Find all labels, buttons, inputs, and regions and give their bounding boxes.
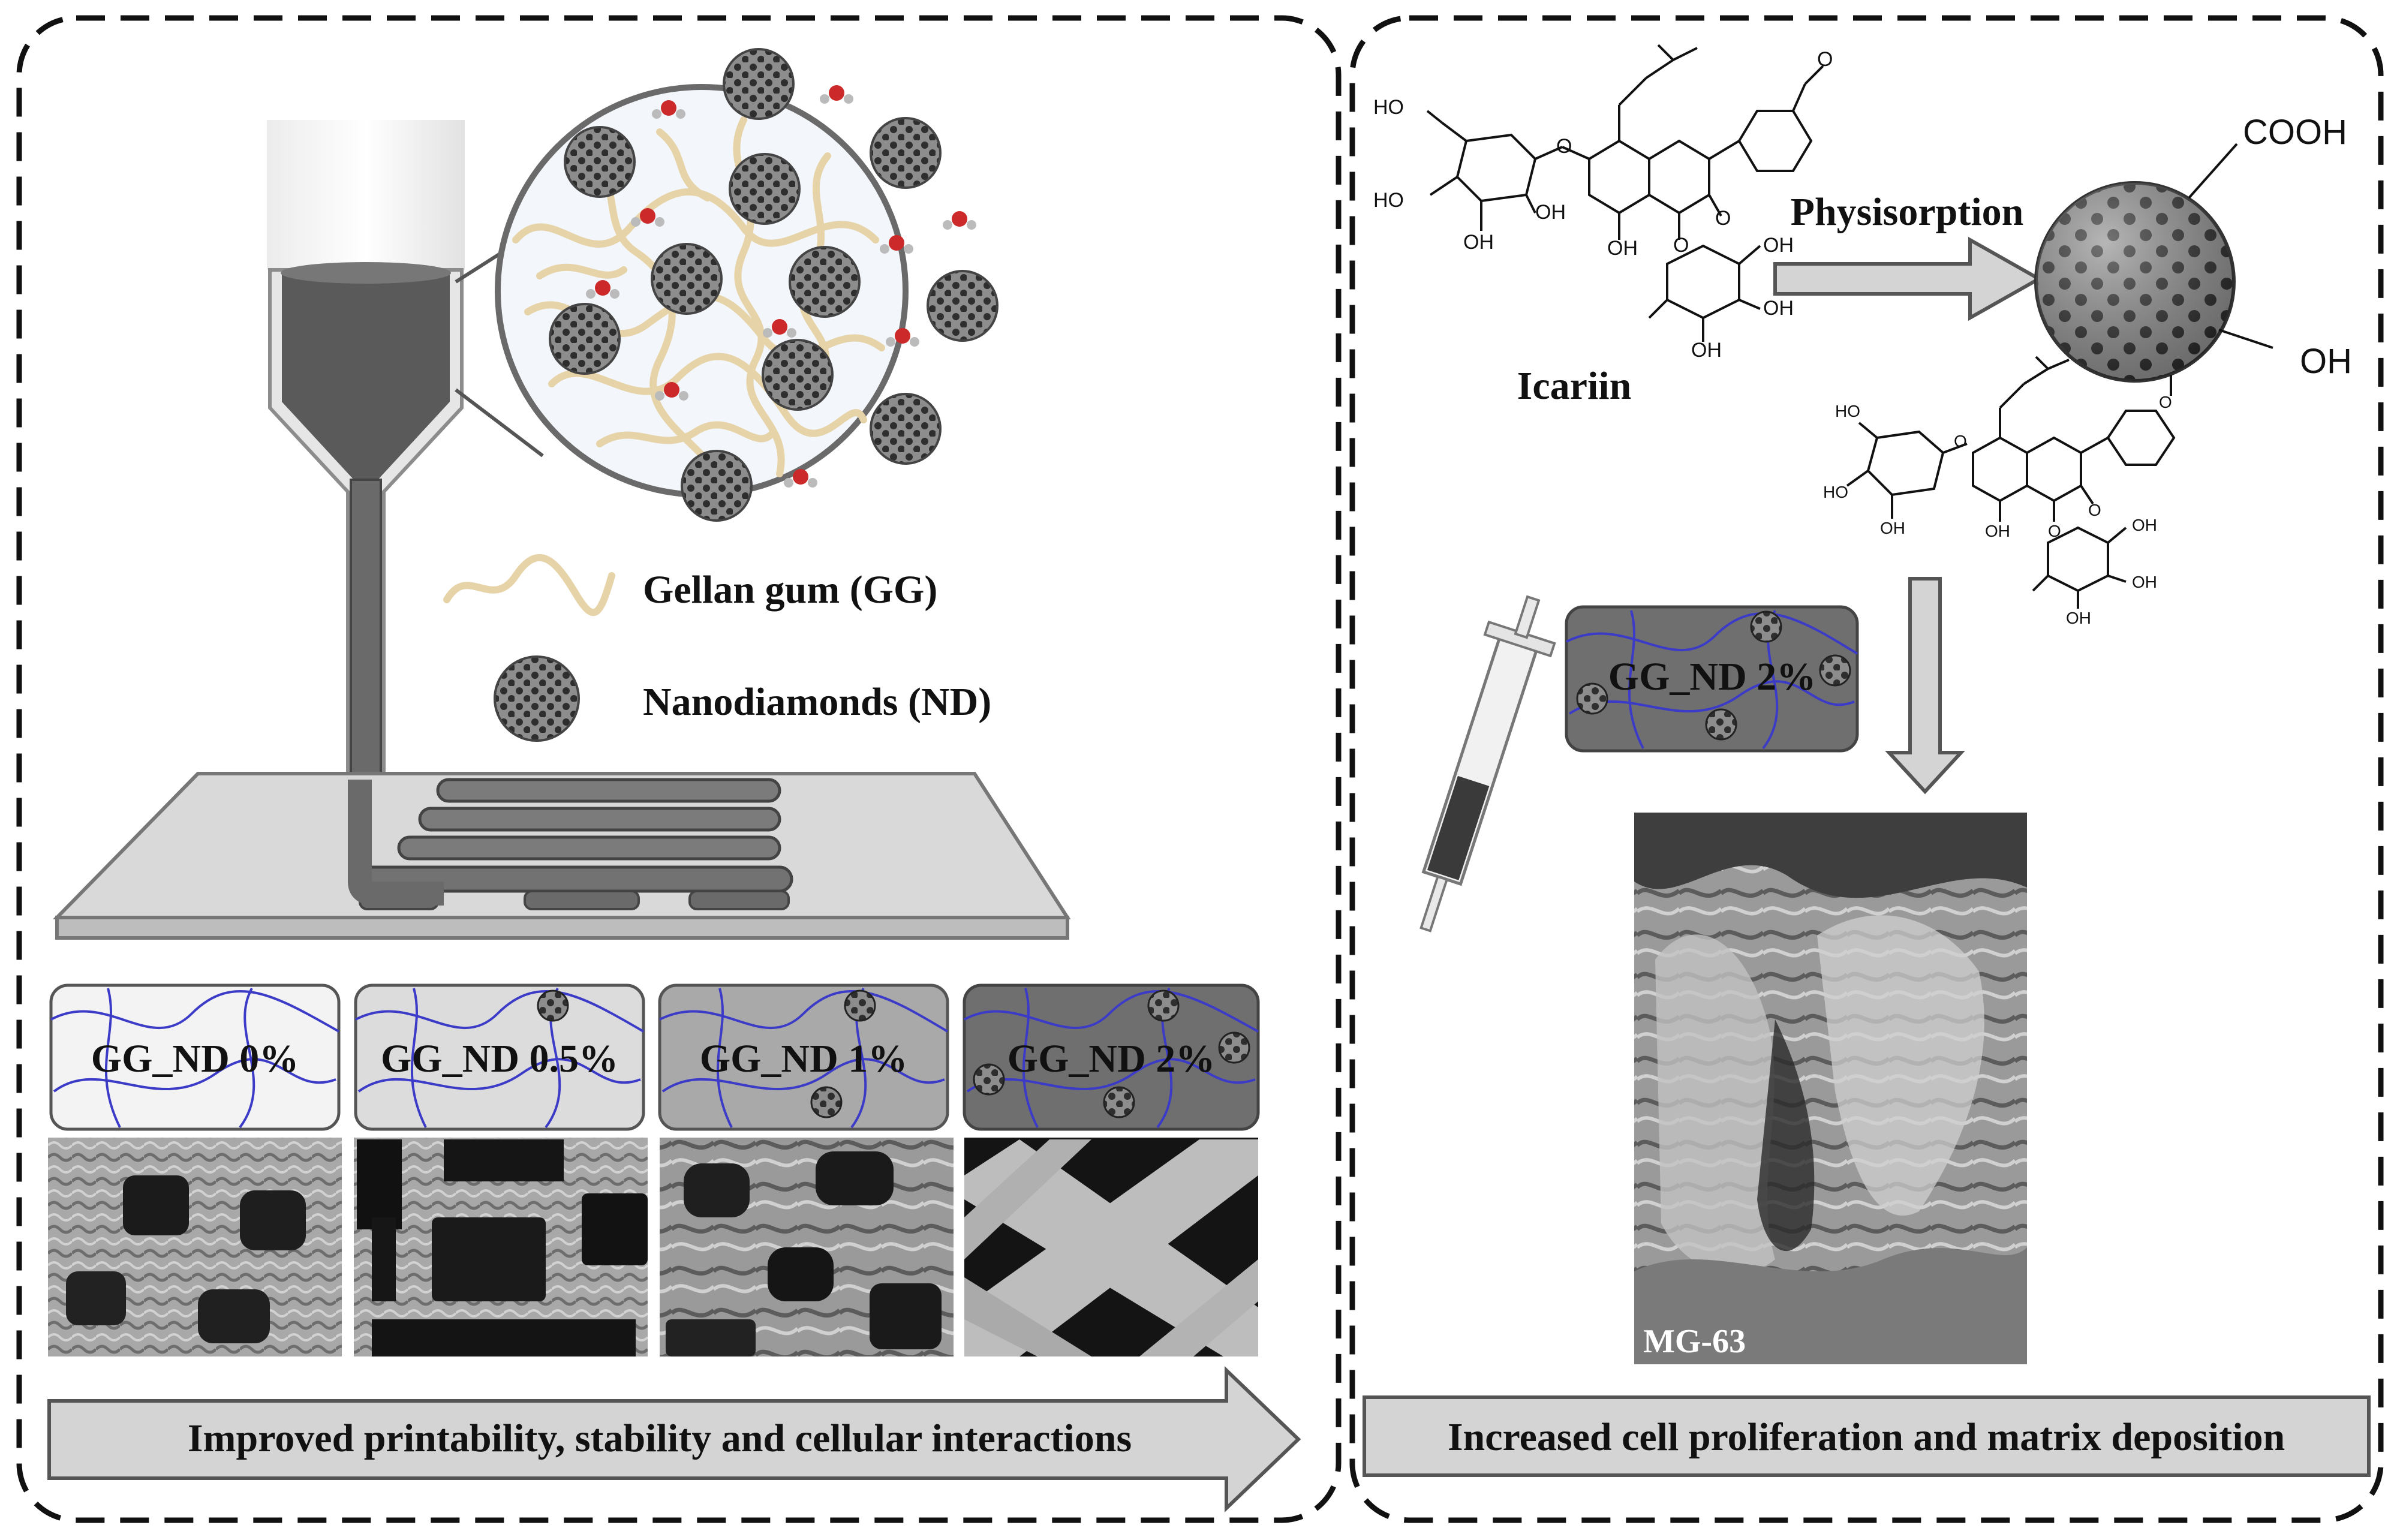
sem-image-1 — [660, 1138, 954, 1356]
svg-text:OH: OH — [1985, 522, 2010, 540]
physisorption-arrow: Physisorption — [1773, 190, 2043, 321]
bioink-zoom-circle — [495, 48, 998, 522]
nanodiamond-particle — [762, 339, 834, 411]
result-box: Increased cell proliferation and matrix … — [1363, 1395, 2371, 1477]
svg-text:HO: HO — [1373, 96, 1404, 119]
svg-text:OH: OH — [1880, 519, 1905, 537]
sample-label: GG_ND 0.5% — [381, 1037, 618, 1081]
sample-label: GG_ND 2% — [1007, 1037, 1216, 1081]
nozzle — [350, 479, 382, 781]
nanodiamond-particle — [651, 243, 723, 315]
nanodiamond-particle — [789, 246, 861, 318]
gellan-gum-legend-icon — [443, 554, 615, 616]
icariin-labels: HO HO OH OH O OH O O OH OH OH O — [1373, 48, 1833, 362]
svg-text:OH: OH — [1763, 234, 1794, 257]
svg-text:O: O — [1817, 48, 1833, 71]
icariin-structure — [1426, 44, 1824, 342]
nanodiamond-particle — [870, 393, 942, 465]
svg-text:O: O — [1954, 432, 1967, 450]
nanodiamond-particles — [549, 48, 998, 522]
adsorbed-icariin — [1846, 356, 2176, 609]
svg-text:OH: OH — [2132, 573, 2157, 591]
icariin-label: Icariin — [1517, 364, 1632, 408]
nanodiamond-particle — [549, 303, 621, 375]
printed-strand — [397, 835, 781, 861]
progress-arrow-text: Improved printability, stability and cel… — [188, 1416, 1132, 1460]
nanodiamond-particle — [927, 270, 998, 342]
hydroxyl-label: OH — [2300, 342, 2352, 381]
mg63-sem-image: MG-63 — [1634, 813, 2027, 1364]
svg-text:OH: OH — [1763, 297, 1794, 320]
svg-text:OH: OH — [1691, 339, 1722, 362]
svg-text:O: O — [2088, 501, 2101, 519]
nanodiamonds-legend-label: Nanodiamonds (ND) — [643, 680, 991, 724]
svg-text:O: O — [1556, 135, 1572, 158]
svg-text:O: O — [1673, 234, 1689, 257]
sample-label: GG_ND 1% — [700, 1037, 908, 1081]
legend: Gellan gum (GG) Nanodiamonds (ND) — [443, 554, 991, 742]
nanodiamond-particle — [681, 450, 753, 522]
svg-text:O: O — [2048, 522, 2061, 540]
svg-text:OH: OH — [1463, 231, 1494, 254]
svg-text:HO: HO — [1373, 189, 1404, 212]
progress-arrow: Improved printability, stability and cel… — [47, 1365, 1301, 1513]
svg-text:HO: HO — [1823, 483, 1848, 501]
hydrogel-label: GG_ND 2% — [1608, 655, 1816, 699]
water-molecules — [586, 85, 976, 488]
svg-text:O: O — [2159, 393, 2172, 411]
sem-image-0 — [48, 1138, 342, 1356]
sample-card-0.5: GG_ND 0.5% — [354, 983, 645, 1131]
sample-label: GG_ND 0% — [91, 1037, 299, 1081]
sem-image-2 — [964, 1138, 1258, 1356]
sample-cards: GG_ND 0% GG_ND 0.5% GG_ND 1% — [49, 983, 1260, 1131]
sem-image-0.5 — [354, 1138, 648, 1356]
svg-text:OH: OH — [1535, 201, 1566, 224]
physisorption-label: Physisorption — [1791, 190, 2024, 234]
left-panel-border — [16, 15, 1342, 1523]
nanodiamond-particle — [723, 48, 795, 120]
nanodiamond-particle — [870, 117, 942, 189]
svg-text:HO: HO — [1835, 402, 1860, 420]
carboxyl-label: COOH — [2243, 113, 2347, 152]
nanodiamond-legend-icon — [494, 655, 580, 742]
bioprinter-illustration — [52, 120, 1071, 940]
svg-text:OH: OH — [1607, 237, 1638, 260]
cell-line-label: MG-63 — [1643, 1323, 1746, 1360]
injection-syringe — [1419, 595, 1556, 933]
printed-strand — [436, 778, 781, 803]
svg-text:OH: OH — [2132, 516, 2157, 534]
svg-text:O: O — [1715, 207, 1731, 230]
sample-card-0: GG_ND 0% — [49, 983, 341, 1131]
svg-text:OH: OH — [2066, 609, 2091, 627]
result-text: Increased cell proliferation and matrix … — [1448, 1415, 2285, 1459]
functionalized-nanodiamond: COOH OH — [2034, 113, 2352, 396]
nanodiamond-particle — [564, 126, 636, 198]
printed-strand — [418, 807, 781, 832]
right-panel-border — [1349, 15, 2384, 1523]
gellan-gum-legend-label: Gellan gum (GG) — [643, 568, 937, 612]
nanodiamond-particle — [729, 153, 801, 225]
sem-images — [48, 1138, 1258, 1356]
adsorbed-icariin-labels: HO HO OH O OH O O OH OH OH O — [1823, 393, 2172, 627]
sample-card-2: GG_ND 2% — [963, 983, 1260, 1131]
down-arrow — [1885, 577, 1965, 795]
sample-card-1: GG_ND 1% — [658, 983, 949, 1131]
hydrogel-gg-nd-2: GG_ND 2% — [1565, 605, 1859, 753]
